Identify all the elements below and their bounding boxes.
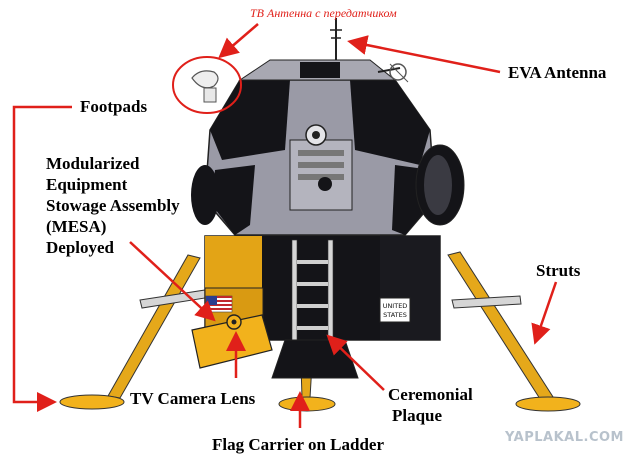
mesa-label-line-5: Deployed bbox=[46, 238, 114, 257]
mesa-label-line-3: Stowage Assembly bbox=[46, 196, 180, 215]
footpad-left bbox=[59, 394, 125, 410]
united-states-placard: UNITED STATES bbox=[379, 297, 411, 323]
footpads-label: Footpads bbox=[80, 97, 148, 116]
arrow-ceremonial-plaque bbox=[326, 334, 385, 391]
arrow-struts bbox=[531, 281, 558, 345]
mesa-label-line-2: Equipment bbox=[46, 175, 128, 194]
footpad-center bbox=[278, 396, 336, 412]
arrow-tv-antenna bbox=[218, 23, 259, 59]
arrow-eva-antenna bbox=[347, 35, 501, 74]
rendezvous-antenna bbox=[377, 63, 409, 83]
flag-carrier-label: Flag Carrier on Ladder bbox=[212, 435, 385, 454]
mesa-label-line-1: Modularized bbox=[46, 154, 140, 173]
ceremonial-plaque-label: Ceremonial Plaque bbox=[388, 384, 473, 426]
annotation-arrows bbox=[12, 23, 558, 428]
eva-antenna-label: EVA Antenna bbox=[508, 63, 607, 82]
tv-antenna-dish bbox=[172, 56, 242, 114]
ceremonial-plaque-line-1: Ceremonial bbox=[388, 385, 473, 404]
struts-label: Struts bbox=[536, 261, 581, 280]
arrow-mesa bbox=[129, 241, 216, 322]
tv-antenna-label: ТВ Антенна с передатчиком bbox=[250, 6, 397, 20]
ceremonial-plaque-line-2: Plaque bbox=[392, 406, 443, 425]
eva-antenna bbox=[330, 18, 342, 60]
placard-line-1: UNITED bbox=[383, 302, 408, 310]
placard-line-2: STATES bbox=[383, 311, 407, 319]
arrow-footpads bbox=[12, 105, 72, 412]
ascent-stage bbox=[191, 59, 465, 236]
us-flag bbox=[205, 295, 233, 313]
watermark: YAPLAKAL.COM bbox=[505, 430, 624, 445]
footpad-right bbox=[515, 396, 581, 412]
mesa-label-line-4: (MESA) bbox=[46, 217, 107, 236]
tv-camera-lens-label: TV Camera Lens bbox=[130, 389, 256, 408]
mesa-label: Modularized Equipment Stowage Assembly (… bbox=[46, 153, 180, 258]
